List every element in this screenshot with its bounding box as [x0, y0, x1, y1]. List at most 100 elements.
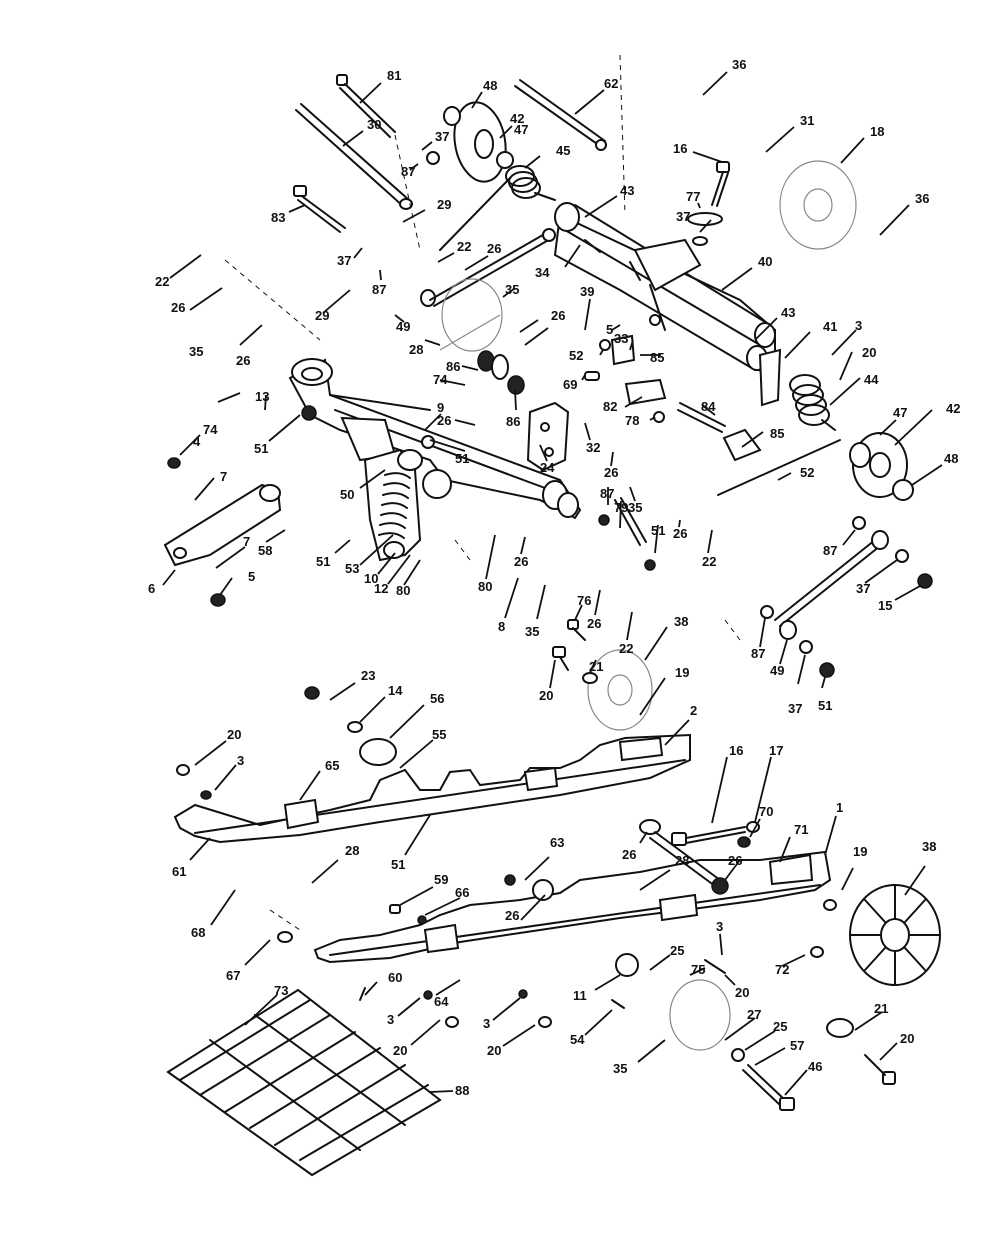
callout-20-f: 20: [487, 1043, 501, 1058]
washer-14: [347, 721, 363, 733]
callout-20: 20: [862, 345, 876, 360]
callout-47: 47: [514, 122, 528, 137]
callout-63: 63: [550, 835, 564, 850]
callout-87-c: 87: [600, 486, 614, 501]
callout-50: 50: [340, 487, 354, 502]
callout-42-b: 42: [946, 401, 960, 416]
callout-48: 48: [483, 78, 497, 93]
nut-23: [304, 686, 320, 700]
callout-48-b: 48: [944, 451, 958, 466]
wheel-35-upper: [441, 278, 503, 352]
bolt-20-left: [176, 764, 190, 776]
callout-41: 41: [823, 319, 837, 334]
callout-6: 6: [148, 581, 155, 596]
callout-26-f: 26: [604, 465, 618, 480]
callout-20-e: 20: [393, 1043, 407, 1058]
callout-51-d: 51: [316, 554, 330, 569]
callout-34: 34: [535, 265, 550, 280]
callout-59: 59: [434, 872, 448, 887]
callout-28-c: 28: [675, 853, 689, 868]
callout-39: 39: [580, 284, 594, 299]
callout-32: 32: [586, 440, 600, 455]
callout-43: 43: [620, 183, 634, 198]
callout-85: 85: [650, 350, 664, 365]
callout-11: 11: [573, 988, 587, 1003]
callout-38-b: 38: [922, 839, 936, 854]
front-arm-assembly: [288, 358, 582, 520]
callout-42: 42: [510, 111, 524, 126]
shaft-30: [295, 103, 413, 210]
callout-86: 86: [446, 359, 460, 374]
callout-80: 80: [396, 583, 410, 598]
frame-40: [553, 202, 782, 407]
callout-83: 83: [271, 210, 285, 225]
callout-47-b: 47: [893, 405, 907, 420]
callout-29: 29: [437, 197, 451, 212]
callout-17: 17: [769, 743, 783, 758]
callout-26-l: 26: [505, 908, 519, 923]
callout-49: 49: [396, 319, 410, 334]
callout-60: 60: [388, 970, 402, 985]
callout-80-b: 80: [478, 579, 492, 594]
callout-87-e: 87: [751, 646, 765, 661]
callout-15: 15: [878, 598, 892, 613]
callout-26-g: 26: [673, 526, 687, 541]
shaft-right: [760, 516, 933, 678]
callout-26: 26: [487, 241, 501, 256]
callout-64: 64: [434, 994, 449, 1009]
callout-16-b: 16: [729, 743, 743, 758]
callout-9: 9: [437, 400, 444, 415]
wheel-48-top: [426, 101, 514, 183]
callout-26-b: 26: [171, 300, 185, 315]
callout-22-d: 22: [619, 641, 633, 656]
wheel-38-lower: [823, 884, 941, 986]
rod-84: [677, 402, 762, 462]
block-85: [584, 314, 667, 423]
callout-51-b: 51: [455, 451, 469, 466]
bracket-24: [526, 401, 570, 472]
callout-3: 3: [855, 318, 862, 333]
callout-3-c: 3: [716, 919, 723, 934]
callout-33: 33: [614, 331, 628, 346]
callout-22: 22: [457, 239, 471, 254]
callout-37: 37: [435, 129, 449, 144]
wheel-38-mid-hub: [607, 674, 633, 706]
callout-30: 30: [367, 117, 381, 132]
track-section: [166, 988, 442, 1177]
parts-drawing: [163, 54, 941, 1177]
callout-62: 62: [604, 76, 618, 91]
callout-26-k: 26: [728, 853, 742, 868]
callout-82: 82: [603, 399, 617, 414]
callout-5: 5: [606, 322, 613, 337]
runner-1: [313, 850, 832, 964]
callout-7-b: 7: [243, 534, 250, 549]
nut-4: [167, 457, 181, 469]
callout-25: 25: [670, 943, 684, 958]
callout-70: 70: [759, 804, 773, 819]
callout-19: 19: [675, 665, 689, 680]
callout-26-h: 26: [514, 554, 528, 569]
callout-27: 27: [747, 1007, 761, 1022]
callout-55: 55: [432, 727, 446, 742]
callout-86-b: 86: [506, 414, 520, 429]
callout-20-c: 20: [227, 727, 241, 742]
callout-37-e: 37: [788, 701, 802, 716]
arm-28-upper: [429, 228, 556, 351]
callout-73: 73: [274, 983, 288, 998]
bushing-56: [359, 738, 397, 766]
callout-84: 84: [701, 399, 716, 414]
runner-61: [173, 733, 691, 844]
callout-69: 69: [563, 377, 577, 392]
callout-22-c: 22: [702, 554, 716, 569]
bolt-16-top: [687, 161, 730, 246]
callout-7: 7: [220, 469, 227, 484]
bolt-16-lower: [671, 821, 760, 848]
shaft-28-lower: [639, 819, 729, 895]
callout-35: 35: [505, 282, 519, 297]
callout-13: 13: [255, 389, 269, 404]
callout-35-b: 35: [189, 344, 203, 359]
callout-51-c: 51: [651, 523, 665, 538]
callout-22-b: 22: [155, 274, 169, 289]
callout-10: 10: [364, 571, 378, 586]
